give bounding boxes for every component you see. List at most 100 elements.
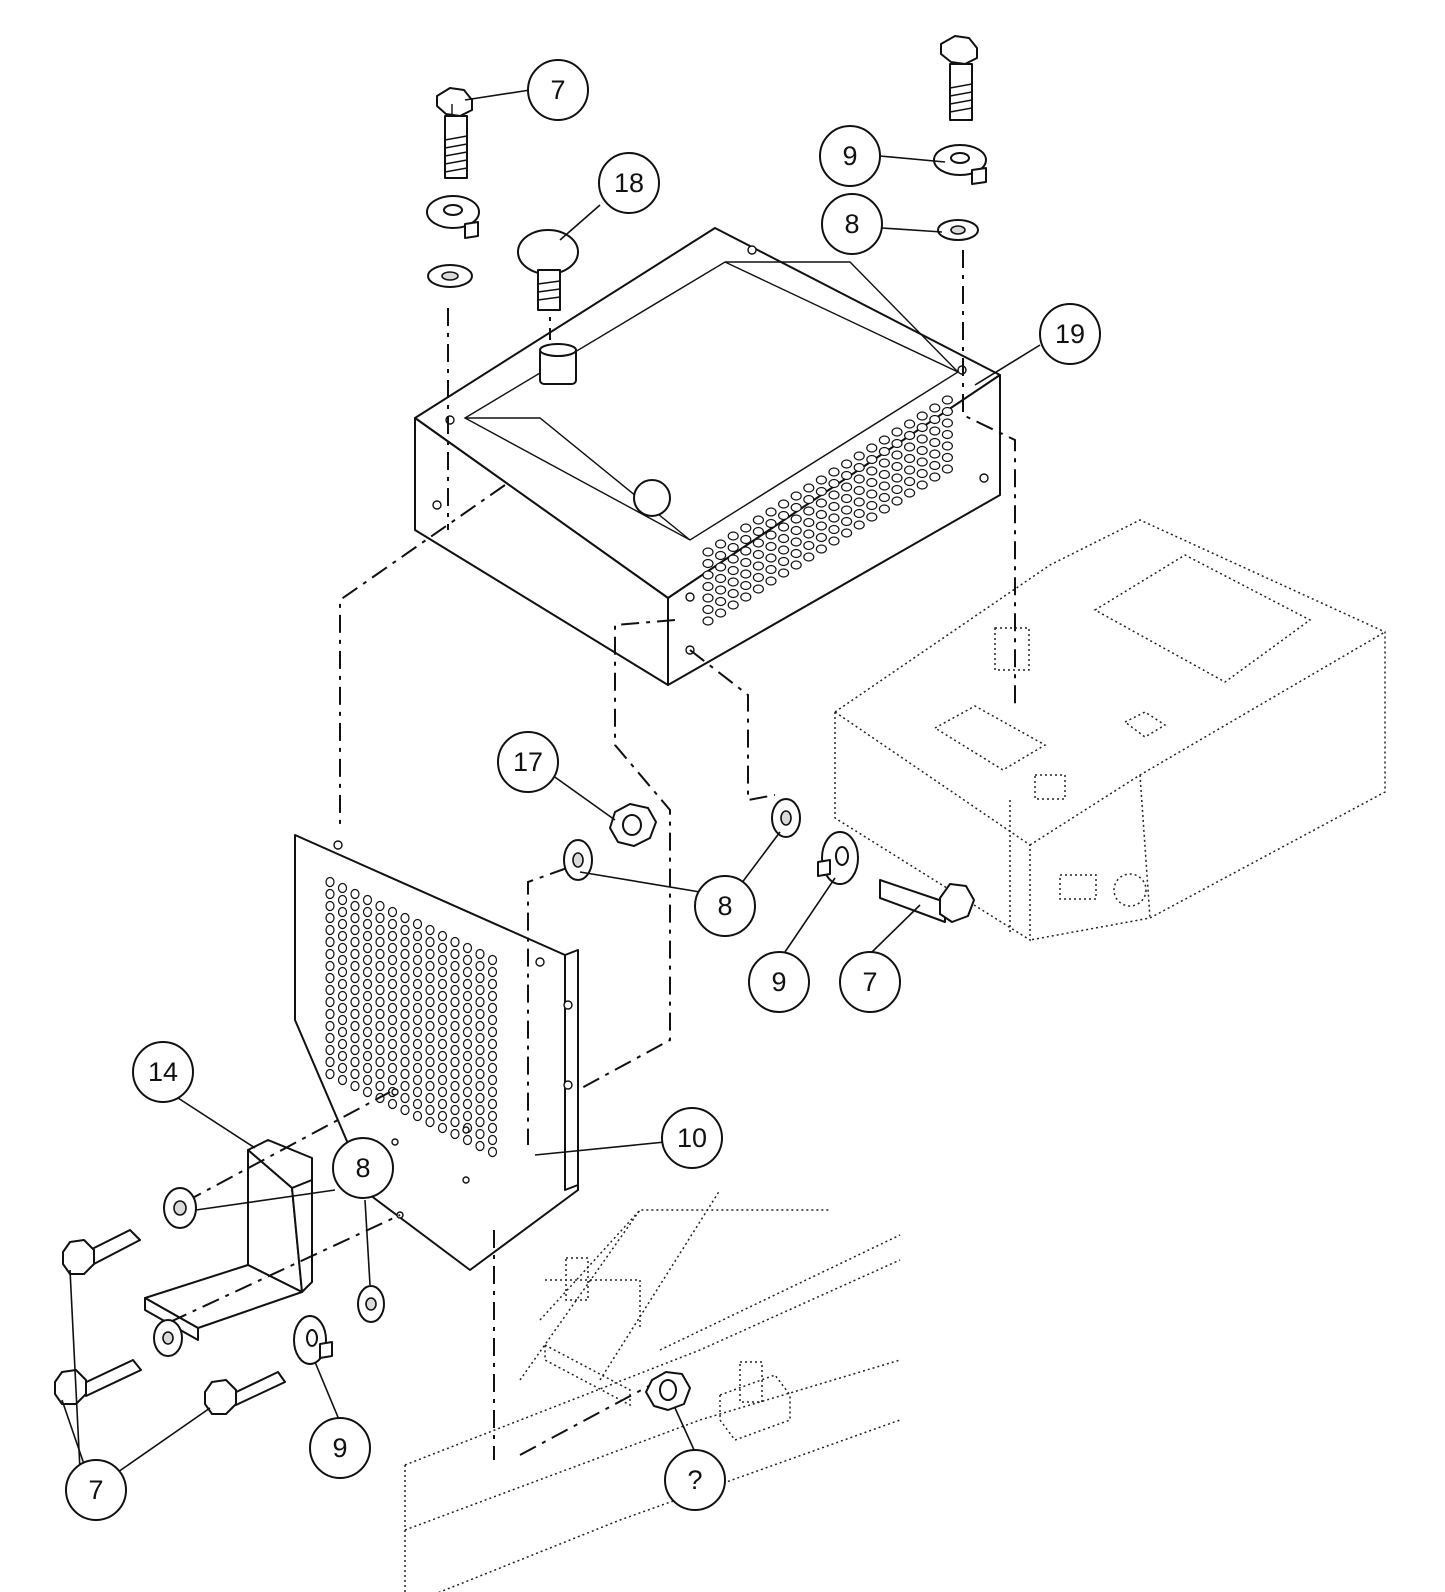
- vent-slot: [916, 468, 928, 479]
- vent-slot: [387, 1062, 398, 1074]
- svg-text:7: 7: [862, 967, 877, 997]
- vent-slot: [475, 972, 485, 984]
- vent-slot: [450, 960, 460, 972]
- vent-slot: [462, 1038, 473, 1050]
- vent-slot: [412, 1014, 423, 1026]
- vent-slot: [325, 972, 335, 984]
- vent-slot: [487, 1110, 498, 1122]
- vent-slot: [437, 1098, 448, 1110]
- vent-slot: [437, 1074, 448, 1086]
- vent-slot: [375, 948, 385, 960]
- vent-slot: [362, 1062, 373, 1074]
- vent-slot: [878, 469, 891, 480]
- vent-slot: [425, 1056, 435, 1068]
- vent-slot: [777, 545, 790, 555]
- vent-slot: [840, 516, 853, 527]
- vent-slot: [450, 984, 460, 996]
- vent-slot: [412, 1062, 423, 1074]
- vent-slot: [487, 1050, 498, 1062]
- vent-slot: [475, 1044, 485, 1056]
- bolt-low-middle: [54, 1359, 142, 1405]
- lock-washer-top-right: [933, 144, 987, 185]
- vent-slot: [462, 990, 473, 1002]
- vent-slot: [853, 451, 865, 461]
- nut-frame: [645, 1371, 691, 1411]
- callout-7-low: 7: [65, 1459, 127, 1521]
- flat-washer-mid-right: [771, 798, 801, 838]
- vent-slot: [866, 477, 878, 488]
- vent-slot: [325, 924, 335, 936]
- vent-slot: [375, 924, 385, 936]
- vent-slot: [412, 918, 423, 930]
- svg-text:14: 14: [148, 1057, 178, 1087]
- vent-slot: [412, 978, 423, 990]
- vent-slot: [400, 1068, 410, 1080]
- vent-slot: [375, 936, 385, 948]
- vent-slot: [437, 1062, 448, 1074]
- vent-slot: [840, 528, 853, 538]
- vent-slot: [387, 1038, 398, 1050]
- callout-10: 10: [661, 1107, 723, 1169]
- vent-slot: [790, 525, 802, 536]
- vent-slot: [475, 1008, 485, 1020]
- vent-slot: [777, 499, 790, 509]
- vent-slot: [400, 924, 410, 936]
- callout-19: 19: [1039, 303, 1101, 365]
- vent-slot: [475, 960, 485, 972]
- vent-slot: [412, 1086, 423, 1098]
- vent-slot: [929, 449, 941, 459]
- vent-slot: [790, 514, 802, 524]
- vent-slot: [487, 1086, 498, 1098]
- hydraulic-tank: [834, 519, 1386, 942]
- vent-slot: [450, 1056, 460, 1068]
- vent-slot: [437, 966, 448, 978]
- vent-slot: [740, 557, 752, 568]
- vent-slot: [462, 942, 473, 954]
- vent-slot: [828, 524, 840, 535]
- vent-slot: [878, 458, 891, 468]
- vent-slot: [325, 900, 335, 912]
- vent-slot: [412, 1050, 423, 1062]
- vent-slot: [362, 1038, 373, 1050]
- vent-slot: [362, 1074, 373, 1086]
- vent-slot: [702, 581, 714, 592]
- vent-slot: [840, 482, 853, 492]
- vent-slot: [903, 419, 916, 429]
- vent-slot: [337, 978, 348, 990]
- vent-slot: [475, 1128, 485, 1140]
- vent-slot: [790, 491, 802, 501]
- vent-slot: [375, 960, 385, 972]
- vent-slot: [337, 1074, 348, 1086]
- vent-slot: [714, 550, 727, 561]
- vent-slot: [853, 497, 865, 507]
- vent-slot: [878, 446, 891, 457]
- vent-slot: [475, 1080, 485, 1092]
- vent-slot: [375, 1044, 385, 1056]
- vent-slot: [777, 522, 790, 532]
- callout-8-mid: 8: [694, 875, 756, 937]
- bolt-top-left: [436, 87, 473, 179]
- vent-slot: [450, 1044, 460, 1056]
- vent-slot: [450, 1128, 460, 1140]
- vent-slot: [462, 1098, 473, 1110]
- vent-slot: [752, 515, 765, 525]
- vent-slot: [916, 434, 928, 444]
- vent-slot: [350, 996, 360, 1008]
- svg-text:?: ?: [687, 1465, 702, 1495]
- vent-slot: [362, 918, 373, 930]
- vent-slot: [853, 474, 865, 484]
- vent-slot: [437, 1122, 448, 1134]
- vent-slot: [325, 948, 335, 960]
- callout-8-low: 8: [332, 1137, 394, 1199]
- vent-slot: [929, 460, 941, 471]
- vent-slot: [790, 560, 802, 570]
- vent-slot: [387, 954, 398, 966]
- vent-slot: [362, 1026, 373, 1038]
- vent-slot: [425, 984, 435, 996]
- vent-slot: [828, 513, 840, 523]
- vent-slot: [325, 1068, 335, 1080]
- vent-slot: [462, 1074, 473, 1086]
- vent-slot: [866, 512, 878, 522]
- vent-slot: [803, 540, 815, 551]
